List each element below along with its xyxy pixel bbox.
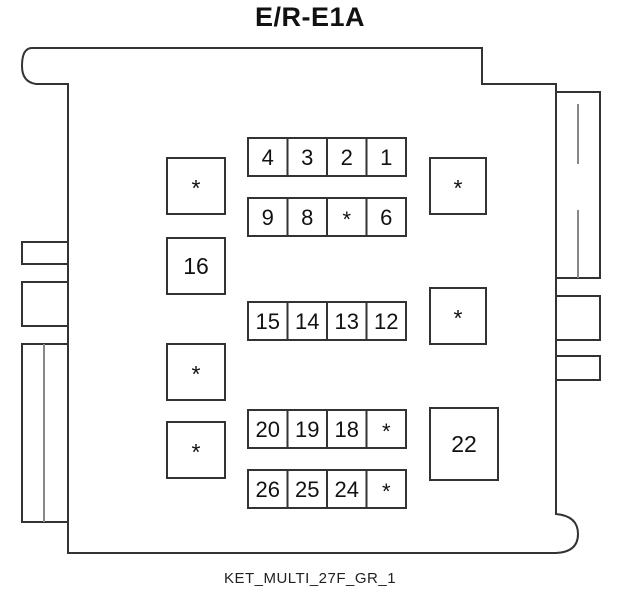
terminal-left-4-label: *	[192, 439, 201, 465]
terminal-left-2-box	[166, 237, 226, 295]
terminal-row-b-1-label: 8	[301, 205, 313, 230]
terminal-row-e-2-label: 24	[335, 477, 359, 502]
terminal-left-4-box	[166, 421, 226, 479]
terminal-row-c-2-label: 13	[335, 309, 359, 334]
terminal-right-3-label: 22	[451, 431, 477, 457]
terminal-row-e-0-box	[247, 469, 289, 509]
terminal-row-d-0-box	[247, 409, 289, 449]
terminal-row-a-2-label: 2	[341, 145, 353, 170]
left-latch-top	[21, 241, 69, 265]
right-latch-bottom	[555, 355, 601, 381]
terminal-row-c-1-label: 14	[295, 309, 319, 334]
terminal-row-d-3-label: *	[382, 419, 391, 444]
terminal-row-e-3-box	[365, 469, 407, 509]
diagram-title: E/R-E1A	[254, 2, 366, 32]
terminal-row-c-0-label: 15	[256, 309, 280, 334]
terminal-left-3-box	[166, 343, 226, 401]
terminal-row-d-1-label: 19	[295, 417, 319, 442]
terminal-row-b-3-box	[365, 197, 407, 237]
terminal-row-c-0-box	[247, 301, 289, 341]
terminal-left-2-label: 16	[183, 253, 209, 279]
terminal-row-b-1-box	[286, 197, 328, 237]
terminal-row-e-0-label: 26	[256, 477, 280, 502]
terminal-right-1-label: *	[454, 175, 463, 201]
terminal-row-d-3-box	[365, 409, 407, 449]
terminal-row-e-1-label: 25	[295, 477, 319, 502]
terminal-right-2-box	[429, 287, 487, 345]
terminal-row-c-3-box	[365, 301, 407, 341]
terminal-left-3-label: *	[192, 361, 201, 387]
terminal-row-a-0-box	[247, 137, 289, 177]
terminal-row-a-3-label: 1	[380, 145, 392, 170]
terminal-right-3-box	[429, 407, 499, 481]
diagram-caption: KET_MULTI_27F_GR_1	[223, 570, 397, 587]
housing-outline	[20, 47, 580, 554]
terminal-left-1-label: *	[192, 175, 201, 201]
connector-housing-outline	[20, 47, 601, 554]
terminal-row-b-0-box	[247, 197, 289, 237]
terminal-row-e-2-box	[326, 469, 368, 509]
terminal-row-b-0-label: 9	[262, 205, 274, 230]
terminal-row-b-2-label: *	[342, 207, 351, 232]
terminal-left-1-box	[166, 157, 226, 215]
terminal-row-a-1-label: 3	[301, 145, 313, 170]
left-latch-upper	[21, 281, 69, 327]
terminal-row-b-3-label: 6	[380, 205, 392, 230]
terminal-row-d-0-label: 20	[256, 417, 280, 442]
terminal-row-a-3-box	[365, 137, 407, 177]
terminal-row-a-0-label: 4	[262, 145, 274, 170]
terminal-row-d-1-box	[286, 409, 328, 449]
terminal-row-e-3-label: *	[382, 479, 391, 504]
terminal-row-d-2-label: 18	[335, 417, 359, 442]
terminal-row-a-2-box	[326, 137, 368, 177]
right-latch-middle	[555, 295, 601, 341]
terminal-row-c-3-label: 12	[374, 309, 398, 334]
terminal-right-2-label: *	[454, 305, 463, 331]
terminal-row-c-2-box	[326, 301, 368, 341]
terminal-right-1-box	[429, 157, 487, 215]
